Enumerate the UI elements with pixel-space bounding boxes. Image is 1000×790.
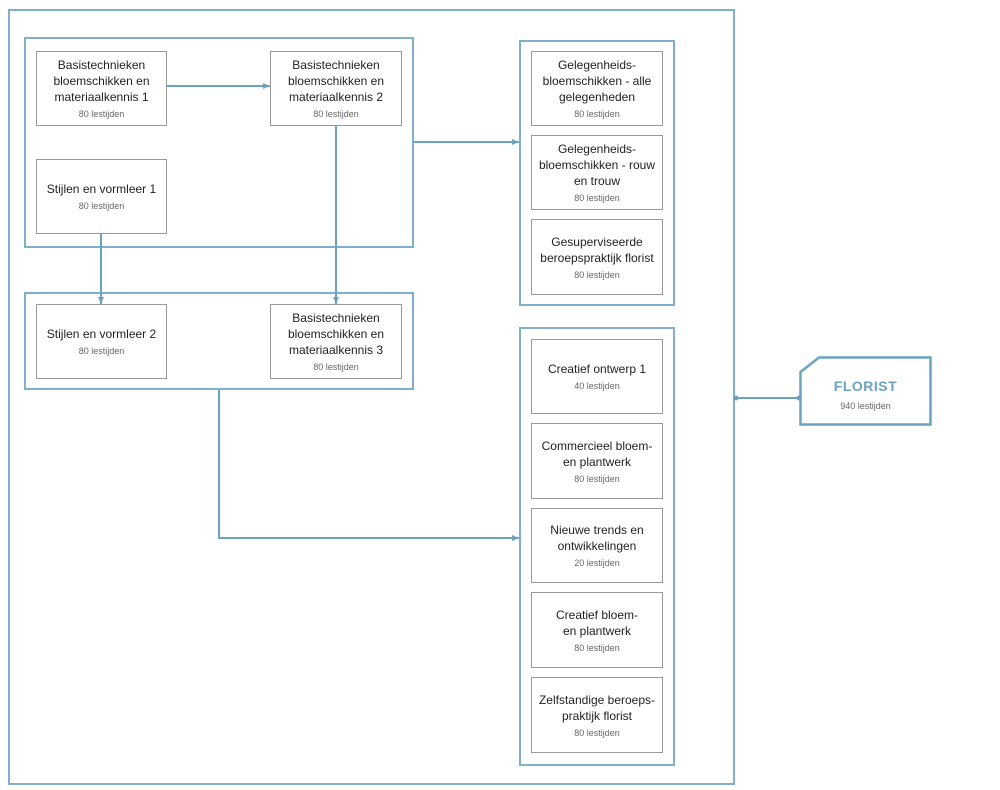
module-zelfstandige-praktijk: Zelfstandige beroeps- praktijk florist 8… (531, 677, 663, 753)
module-title: Basistechnieken bloemschikken en materia… (287, 311, 385, 357)
module-creatief-ontwerp-1: Creatief ontwerp 1 40 lestijden (531, 339, 663, 414)
module-title: Gelegenheids- bloemschikken - alle geleg… (542, 58, 652, 104)
goal-florist: FLORIST 940 lestijden (799, 356, 932, 426)
module-hours: 20 lestijden (574, 558, 620, 568)
module-title: Basistechnieken bloemschikken en materia… (53, 58, 150, 104)
arrow-second-year-to-creative (218, 390, 519, 541)
module-hours: 80 lestijden (574, 109, 620, 119)
module-gelegenheids-rouw-trouw: Gelegenheids- bloemschikken - rouw en tr… (531, 135, 663, 210)
module-title: Gesuperviseerde beroepspraktijk florist (540, 234, 654, 265)
module-gelegenheids-alle: Gelegenheids- bloemschikken - alle geleg… (531, 51, 663, 126)
module-stijlen-vormleer-2: Stijlen en vormleer 2 80 lestijden (36, 304, 167, 379)
module-hours: 40 lestijden (574, 381, 620, 391)
module-hours: 80 lestijden (313, 362, 359, 372)
module-basistechnieken-3: Basistechnieken bloemschikken en materia… (270, 304, 402, 379)
module-title: Stijlen en vormleer 1 (46, 182, 157, 196)
module-commercieel: Commercieel bloem- en plantwerk 80 lesti… (531, 423, 663, 499)
module-hours: 80 lestijden (313, 109, 359, 119)
module-title: Commercieel bloem- en plantwerk (541, 438, 653, 469)
module-title: Zelfstandige beroeps- praktijk florist (538, 692, 656, 723)
module-hours: 80 lestijden (78, 346, 125, 356)
module-title: Gelegenheids- bloemschikken - rouw en tr… (538, 142, 656, 188)
group-frame-second-year (24, 292, 414, 390)
goal-hours: 940 lestijden (840, 401, 891, 411)
module-hours: 80 lestijden (78, 201, 125, 211)
module-basistechnieken-2: Basistechnieken bloemschikken en materia… (270, 51, 402, 126)
module-hours: 80 lestijden (574, 193, 620, 203)
module-basistechnieken-1: Basistechnieken bloemschikken en materia… (36, 51, 167, 126)
module-creatief-bloem-plantwerk: Creatief bloem- en plantwerk 80 lestijde… (531, 592, 663, 668)
module-title: Creatief bloem- en plantwerk (555, 607, 639, 638)
module-title: Nieuwe trends en ontwikkelingen (550, 523, 644, 553)
goal-shape (799, 356, 932, 426)
module-title: Basistechnieken bloemschikken en materia… (287, 58, 385, 104)
module-hours: 80 lestijden (574, 727, 620, 738)
module-stijlen-vormleer-1: Stijlen en vormleer 1 80 lestijden (36, 159, 167, 234)
goal-title: FLORIST (833, 378, 898, 394)
module-title: Stijlen en vormleer 2 (46, 327, 157, 341)
module-nieuwe-trends: Nieuwe trends en ontwikkelingen 20 lesti… (531, 508, 663, 583)
module-hours: 80 lestijden (78, 109, 125, 119)
module-title: Creatief ontwerp 1 (547, 362, 647, 376)
module-gesuperviseerde-praktijk: Gesuperviseerde beroepspraktijk florist … (531, 219, 663, 295)
module-hours: 80 lestijden (574, 269, 620, 280)
group-frame-occasions (519, 40, 675, 306)
group-frame-basics (24, 37, 414, 248)
group-frame-creative (519, 327, 675, 766)
module-hours: 80 lestijden (574, 473, 620, 484)
module-hours: 80 lestijden (574, 642, 620, 653)
